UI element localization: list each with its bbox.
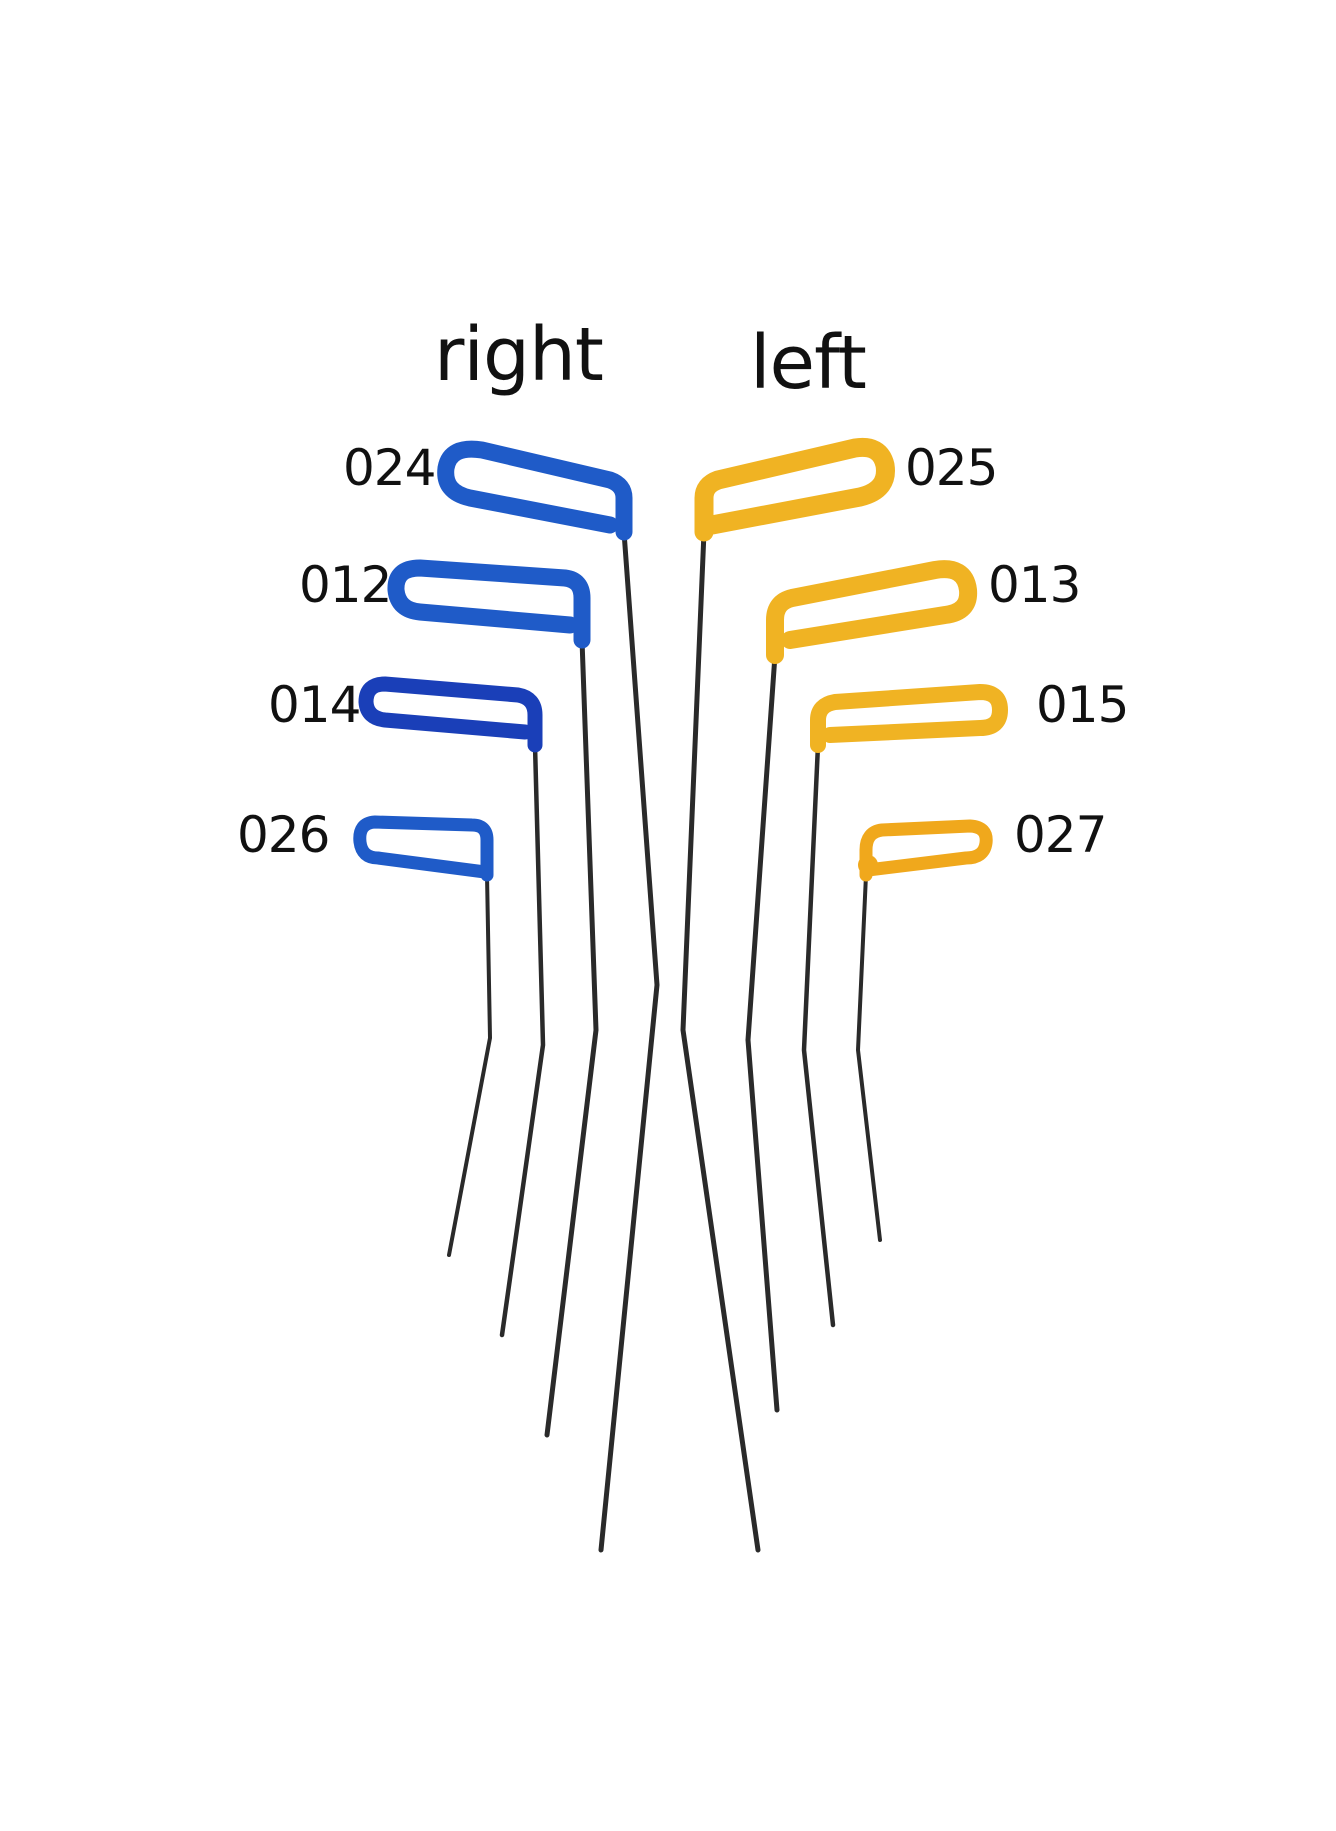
rod-024: [598, 529, 660, 1553]
rod-012: [544, 637, 599, 1438]
handle-015: [810, 684, 1008, 753]
handle-027: [858, 819, 993, 882]
heading-left: left: [750, 320, 867, 406]
rod-013: [745, 652, 780, 1413]
tool-code-label: 024: [343, 439, 436, 497]
rod-014: [499, 742, 546, 1338]
handle-025: [694, 437, 895, 542]
tool-code-label: 025: [905, 439, 998, 497]
rod-015: [801, 742, 836, 1328]
handle-014: [358, 676, 543, 753]
handle-013: [766, 560, 978, 664]
tool-code-label: 014: [268, 676, 361, 734]
tool-code-label: 012: [299, 556, 392, 614]
tool-code-label: 027: [1014, 806, 1107, 864]
tool-code-label: 015: [1036, 676, 1129, 734]
heading-right: right: [434, 312, 604, 398]
rod-026: [447, 873, 493, 1257]
tool-code-label: 013: [988, 556, 1081, 614]
rod-025: [680, 529, 761, 1553]
handle-024: [437, 440, 633, 541]
handle-026: [353, 815, 494, 882]
rod-027: [855, 873, 882, 1242]
tool-code-label: 026: [237, 806, 330, 864]
handle-012: [387, 559, 591, 649]
